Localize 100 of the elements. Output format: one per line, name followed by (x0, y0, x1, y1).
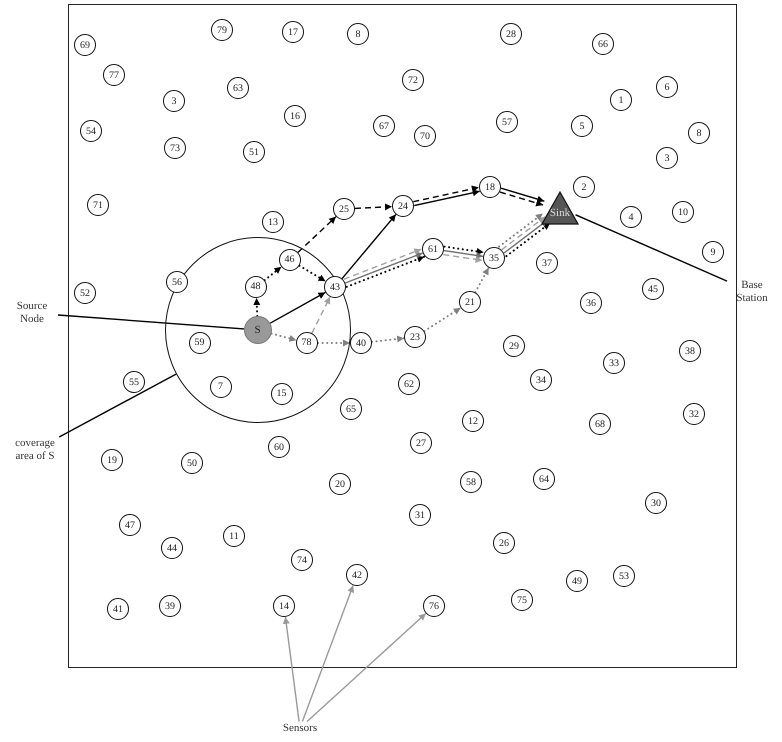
arrow (444, 250, 484, 259)
sensor-node: 41 (107, 598, 129, 620)
sensor-node: 35 (483, 247, 505, 269)
sensor-node: 68 (589, 413, 611, 435)
sensor-node: 50 (181, 452, 203, 474)
sensor-node: 60 (268, 436, 290, 458)
arrow (500, 188, 544, 203)
sensor-node: 26 (493, 532, 515, 554)
sensor-node: 36 (580, 292, 602, 314)
sensor-node: 65 (340, 398, 362, 420)
sensor-node: 59 (188, 332, 210, 354)
sensor-node: 51 (243, 141, 265, 163)
sensor-node: 62 (398, 373, 420, 395)
sensor-node: 23 (404, 326, 426, 348)
sensor-node: 37 (536, 252, 558, 274)
sensor-node: 78 (296, 332, 318, 354)
arrow (264, 266, 282, 282)
sensor-node: 39 (159, 595, 181, 617)
sensor-node: 30 (645, 492, 667, 514)
sensor-node: 38 (679, 340, 701, 362)
arrow (342, 214, 396, 280)
arrow (302, 585, 354, 722)
sensor-node: 67 (373, 115, 395, 137)
sensor-node: 8 (347, 23, 369, 45)
sensor-node: 71 (87, 194, 109, 216)
sensor-node: 8 (688, 122, 710, 144)
sensor-node: 20 (329, 473, 351, 495)
sensor-node: 63 (227, 77, 249, 99)
sensor-node: 17 (282, 21, 304, 43)
sensor-node: 73 (164, 137, 186, 159)
sensor-node: 33 (603, 352, 625, 374)
sensor-node: 61 (422, 238, 444, 260)
arrow (500, 191, 544, 206)
arrow (370, 336, 406, 343)
sensor-node: 55 (123, 371, 145, 393)
sensor-node: 18 (479, 176, 501, 198)
sensor-node: 34 (530, 369, 552, 391)
sensor-node: 49 (566, 570, 588, 592)
sensor-node: 40 (350, 332, 372, 354)
callout-label: Base Station (727, 279, 777, 305)
arrow (270, 292, 326, 324)
sensor-node: 1 (610, 89, 632, 111)
sensor-node: 28 (500, 23, 522, 45)
arrow (298, 264, 327, 282)
sensor-node: 64 (533, 468, 555, 490)
arrow (317, 340, 351, 346)
source-node: S (244, 316, 272, 344)
sensor-node: 9 (702, 241, 724, 263)
sensor-node: 77 (103, 64, 125, 86)
sensor-node: 76 (423, 595, 445, 617)
sensor-node: 11 (223, 525, 245, 547)
arrow (423, 306, 462, 332)
arrow (282, 616, 300, 722)
leader-line (575, 214, 728, 282)
arrow (444, 246, 485, 255)
sensor-node: 3 (163, 90, 185, 112)
leader-line (58, 373, 176, 438)
sensor-node: 47 (119, 514, 141, 536)
sensor-node: 7 (210, 376, 232, 398)
sensor-node: 3 (656, 147, 678, 169)
sensor-node: 4 (620, 206, 642, 228)
arrow (306, 612, 426, 722)
sensor-node: 13 (262, 211, 284, 233)
sensor-node: 21 (459, 291, 481, 313)
sensor-node: 46 (278, 248, 300, 270)
sensor-node: 24 (392, 195, 414, 217)
sink-triangle: Sink (541, 191, 579, 225)
sensor-node: 57 (496, 111, 518, 133)
sensor-node: 58 (460, 471, 482, 493)
sensor-node: 6 (656, 76, 678, 98)
sensor-node: 14 (273, 595, 295, 617)
arrow (474, 266, 490, 294)
sensor-node: 72 (402, 69, 424, 91)
sensor-node: 79 (211, 19, 233, 41)
arrow (413, 185, 479, 202)
sensor-node: 16 (284, 105, 306, 127)
sensor-node: 32 (683, 403, 705, 425)
sensor-node: 75 (511, 589, 533, 611)
sensor-node: 5 (571, 115, 593, 137)
sensor-node: 27 (410, 432, 432, 454)
sensor-node: 2 (573, 176, 595, 198)
sensor-node: 48 (244, 276, 266, 298)
callout-label: Source Node (6, 300, 58, 326)
sensor-node: 70 (414, 125, 436, 147)
sensor-node: 15 (270, 382, 292, 404)
arrow (270, 332, 298, 342)
sensor-node: 54 (80, 120, 102, 142)
sensor-node: 19 (101, 449, 123, 471)
sensor-node: 53 (613, 565, 635, 587)
sensor-node: 42 (346, 564, 368, 586)
sensor-node: 45 (642, 278, 664, 300)
sensor-node: 25 (333, 198, 355, 220)
arrow (298, 216, 336, 253)
sensor-node: 66 (592, 33, 614, 55)
callout-label: coverage area of S (7, 437, 63, 463)
leader-line (58, 314, 244, 330)
arrow (354, 203, 392, 210)
arrow (311, 296, 331, 334)
arrow (414, 189, 480, 206)
sensor-node: 29 (503, 335, 525, 357)
